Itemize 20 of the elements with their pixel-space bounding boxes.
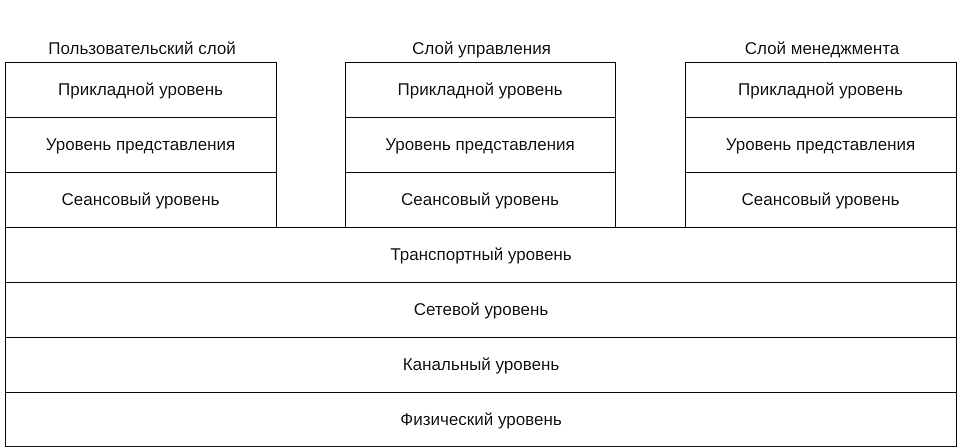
- layer-label: Уровень представления: [384, 134, 576, 154]
- column-heading: Пользовательский слой: [47, 39, 237, 59]
- layer-label: Прикладной уровень: [57, 80, 224, 100]
- column-heading: Слой управления: [411, 39, 552, 59]
- column-heading: Слой менеджмента: [744, 39, 900, 59]
- layer-label: Сеансовый уровень: [740, 190, 900, 210]
- layer-label: Физический уровень: [399, 410, 563, 430]
- layer-label: Уровень представления: [724, 134, 916, 154]
- layer-label: Канальный уровень: [402, 355, 560, 375]
- layer-box: [5, 337, 957, 393]
- layer-box: [5, 282, 957, 338]
- layer-label: Сеансовый уровень: [60, 190, 220, 210]
- layer-label: Уровень представления: [44, 134, 236, 154]
- layer-box: [5, 227, 957, 283]
- layer-label: Прикладной уровень: [737, 80, 904, 100]
- layer-box: [5, 392, 957, 447]
- layer-label: Транспортный уровень: [389, 245, 573, 265]
- layer-label: Прикладной уровень: [396, 80, 564, 100]
- layer-label: Сеансовый уровень: [400, 190, 560, 210]
- layer-label: Сетевой уровень: [412, 300, 550, 320]
